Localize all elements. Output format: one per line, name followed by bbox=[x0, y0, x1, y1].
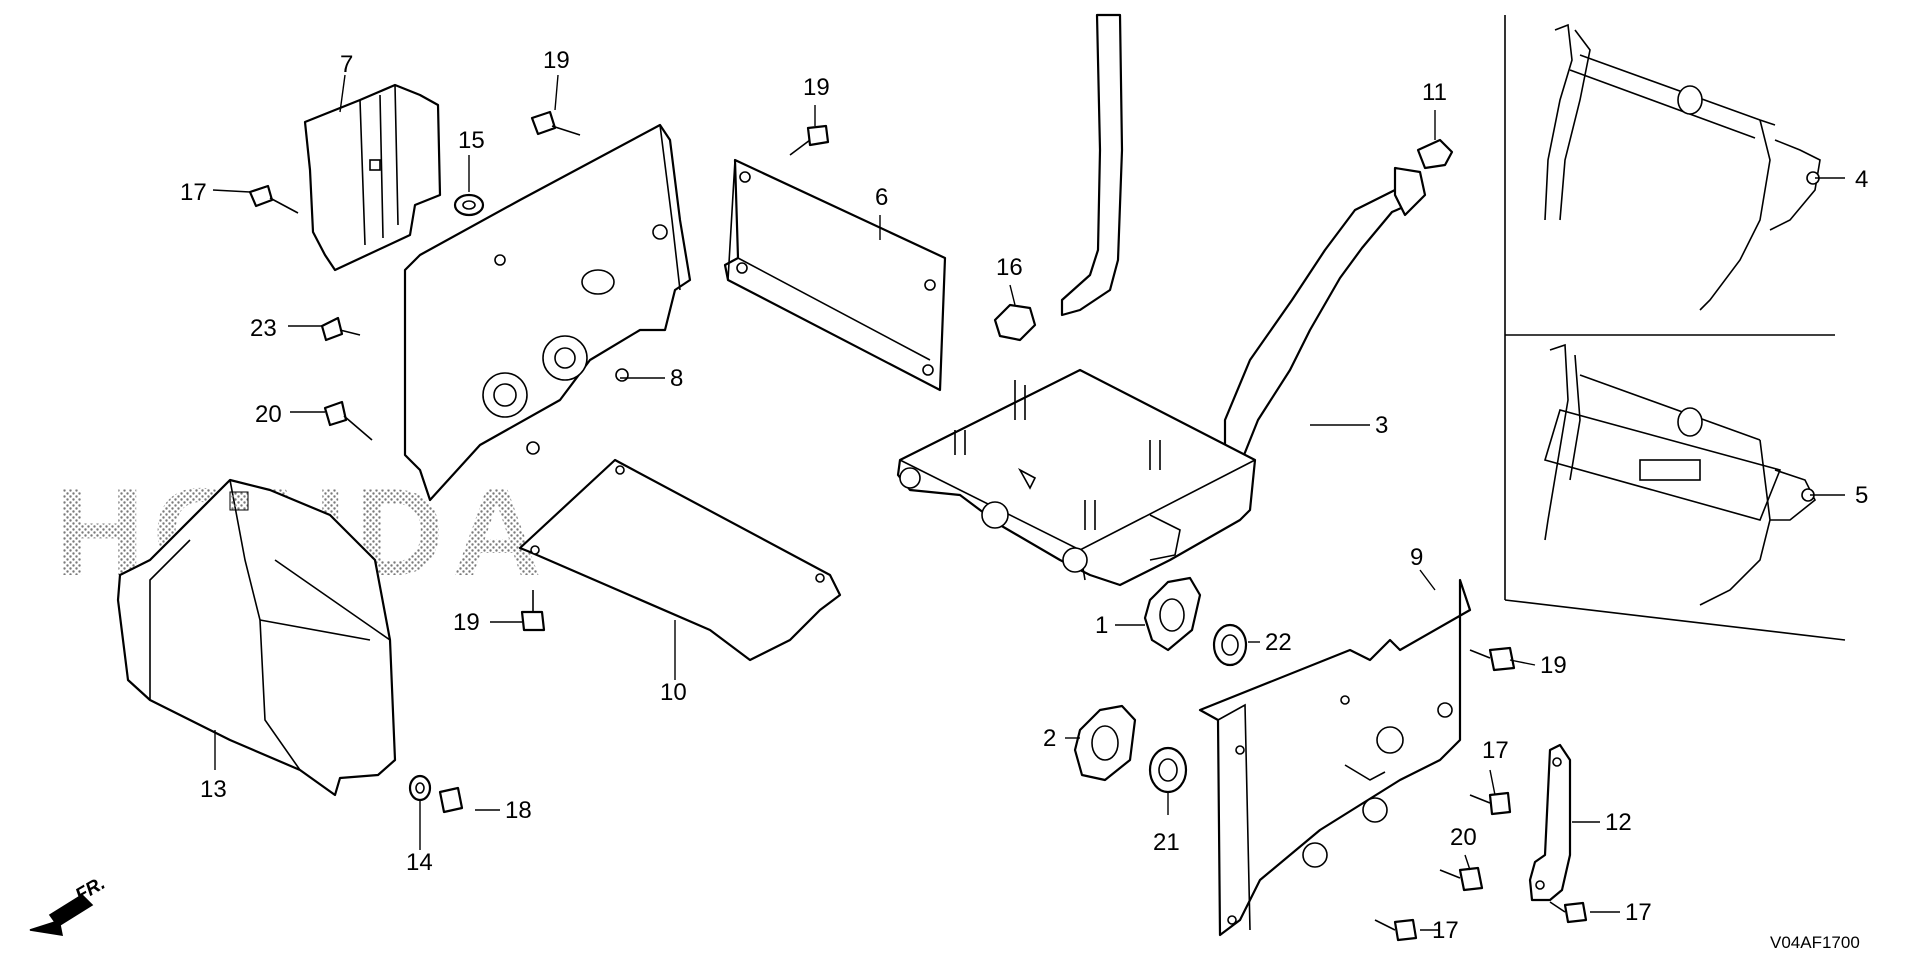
bolt-17-mid-right bbox=[1469, 791, 1512, 816]
part-22-bearing bbox=[1212, 623, 1248, 667]
callout-3: 3 bbox=[1375, 412, 1388, 439]
part-4-inset-assembly bbox=[1544, 23, 1821, 311]
part-7-bracket bbox=[303, 83, 442, 272]
callout-17-bottom: 17 bbox=[1432, 917, 1459, 944]
callout-10: 10 bbox=[660, 679, 687, 706]
part-2-flange bbox=[1073, 704, 1137, 782]
callout-8: 8 bbox=[670, 365, 683, 392]
part-1-flange bbox=[1143, 576, 1202, 652]
part-15-nut bbox=[453, 193, 485, 217]
callout-14: 14 bbox=[406, 849, 433, 876]
callout-12: 12 bbox=[1605, 809, 1632, 836]
callout-15: 15 bbox=[458, 127, 485, 154]
bolt-17-upper bbox=[248, 184, 299, 214]
part-10-plate bbox=[518, 458, 842, 662]
callout-2: 2 bbox=[1043, 725, 1056, 752]
bolt-17-bracket bbox=[1549, 901, 1588, 924]
part-6-shield bbox=[723, 158, 947, 392]
part-13-cover bbox=[116, 478, 397, 797]
callout-22: 22 bbox=[1265, 629, 1292, 656]
part-8-plate bbox=[403, 123, 692, 502]
bolt-19-upper bbox=[530, 110, 581, 136]
part-5-inset-assembly bbox=[1543, 343, 1817, 606]
callout-19-shield: 19 bbox=[803, 74, 830, 101]
part-3-frame bbox=[896, 13, 1427, 587]
bolt-19-right bbox=[1469, 646, 1516, 672]
callout-20-right: 20 bbox=[1450, 824, 1477, 851]
part-16-nut bbox=[993, 303, 1037, 342]
part-11-cap bbox=[1416, 138, 1454, 170]
callout-23: 23 bbox=[250, 315, 277, 342]
bolt-18 bbox=[438, 786, 464, 814]
callout-20-left: 20 bbox=[255, 401, 282, 428]
bolt-17-bottom bbox=[1374, 918, 1418, 942]
callout-6: 6 bbox=[875, 184, 888, 211]
part-12-bracket bbox=[1528, 743, 1572, 902]
callout-19-top: 19 bbox=[543, 47, 570, 74]
callout-16: 16 bbox=[996, 254, 1023, 281]
bolt-20-right bbox=[1439, 866, 1484, 892]
callout-7: 7 bbox=[340, 51, 353, 78]
inset-frame bbox=[1504, 15, 1846, 641]
front-direction-arrow-icon bbox=[29, 893, 94, 936]
callout-19-right: 19 bbox=[1540, 652, 1567, 679]
drawing-code: V04AF1700 bbox=[1770, 933, 1860, 952]
callout-19-lower-left: 19 bbox=[453, 609, 480, 636]
bolt-23 bbox=[320, 316, 361, 342]
callout-17-bracket: 17 bbox=[1625, 899, 1652, 926]
callout-5: 5 bbox=[1855, 482, 1868, 509]
callout-17-left: 17 bbox=[180, 179, 207, 206]
part-14-washer bbox=[408, 774, 432, 802]
callout-1: 1 bbox=[1095, 612, 1108, 639]
callout-9: 9 bbox=[1410, 544, 1423, 571]
part-21-bearing bbox=[1148, 746, 1188, 794]
callout-13: 13 bbox=[200, 776, 227, 803]
bolt-19-lower-left bbox=[520, 590, 546, 632]
callout-21: 21 bbox=[1153, 829, 1180, 856]
callout-17-mid-right: 17 bbox=[1482, 737, 1509, 764]
part-9-plate bbox=[1198, 578, 1472, 937]
bolt-20-left bbox=[323, 400, 373, 441]
callout-18: 18 bbox=[505, 797, 532, 824]
leader-lines bbox=[212, 74, 1845, 931]
callout-4: 4 bbox=[1855, 166, 1868, 193]
bolt-19-shield bbox=[789, 124, 830, 156]
callout-11: 11 bbox=[1422, 79, 1447, 106]
